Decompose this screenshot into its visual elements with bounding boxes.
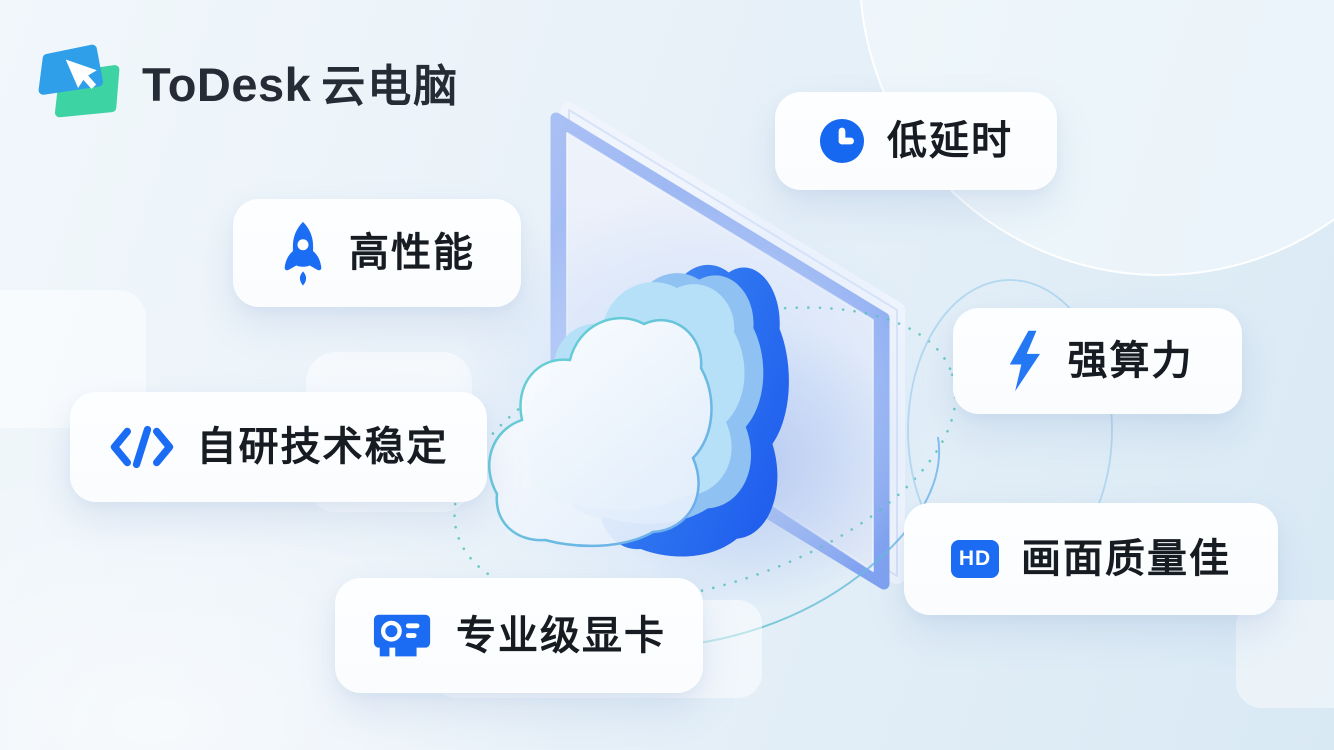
feature-pill-performance: 高性能: [233, 199, 521, 307]
logo-wordmark: ToDesk 云电脑: [142, 50, 459, 114]
feature-pill-tech-stability: 自研技术稳定: [70, 392, 487, 502]
logo-cursor-icon: [65, 59, 97, 89]
corner-circle-decor: [860, 0, 1334, 276]
brand-name: ToDesk: [142, 58, 312, 111]
feature-pill-computing-power: 强算力: [953, 308, 1242, 414]
ghost-card-bottom-right: [1236, 600, 1334, 708]
feature-label: 低延时: [887, 119, 1013, 163]
orbit-dotted-ellipse: [453, 306, 957, 604]
rocket-icon: [279, 220, 327, 286]
feature-label: 自研技术稳定: [196, 425, 449, 469]
hd-icon: HD: [951, 540, 999, 578]
feature-pill-low-latency: 低延时: [775, 92, 1057, 190]
feature-pill-picture-quality: HD 画面质量佳: [904, 503, 1278, 615]
product-name: 云电脑: [321, 62, 460, 111]
hd-icon-text: HD: [958, 547, 992, 570]
feature-label: 强算力: [1067, 339, 1194, 383]
cloud: [487, 264, 915, 610]
feature-label: 专业级显卡: [456, 613, 666, 658]
feature-label: 画面质量佳: [1021, 537, 1231, 581]
lightning-icon: [1002, 329, 1046, 393]
todesk-logo-icon: [38, 44, 120, 118]
todesk-logo: ToDesk 云电脑: [34, 42, 459, 122]
clock-icon: [819, 118, 865, 164]
feature-pill-pro-gpu: 专业级显卡: [335, 578, 703, 693]
code-icon: [109, 424, 175, 470]
feature-label: 高性能: [349, 231, 475, 275]
gpu-icon: [372, 610, 434, 662]
